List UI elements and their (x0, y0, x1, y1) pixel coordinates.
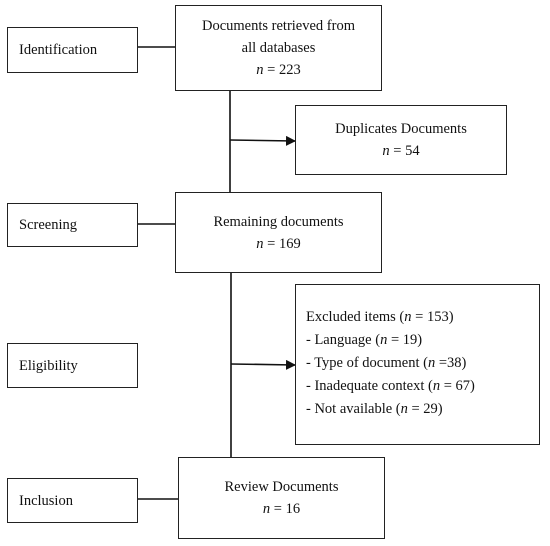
excluded-item-type-of-document: - Type of document (n =38) (306, 355, 467, 371)
excluded-item-not-available: - Not available (n = 29) (306, 401, 443, 417)
retrieved-line-2: all databases (241, 40, 316, 56)
duplicates-box: Duplicates Documents n = 54 (295, 105, 507, 175)
stage-eligibility-label: Eligibility (19, 357, 78, 374)
remaining-documents-box: Remaining documents n = 169 (175, 192, 382, 273)
stage-screening: Screening (7, 203, 138, 247)
stage-inclusion: Inclusion (7, 478, 138, 523)
stage-screening-label: Screening (19, 217, 77, 233)
retrieved-documents-box: Documents retrieved from all databases n… (175, 5, 382, 91)
excluded-item-language: - Language (n = 19) (306, 332, 423, 348)
excluded-items-box: Excluded items (n = 153) - Language (n =… (295, 284, 540, 445)
excluded-title: Excluded items (n = 153) (306, 309, 454, 325)
stage-eligibility: Eligibility (7, 343, 138, 388)
retrieved-count: n = 223 (256, 62, 301, 78)
arrow-to-excluded (230, 359, 296, 370)
stage-inclusion-label: Inclusion (19, 492, 73, 509)
review-documents-box: Review Documents n = 16 (178, 457, 385, 539)
excluded-item-inadequate-context: - Inadequate context (n = 67) (306, 378, 475, 394)
remaining-label: Remaining documents (213, 213, 344, 230)
review-count: n = 16 (262, 501, 301, 517)
retrieved-line-1: Documents retrieved from (201, 18, 355, 34)
arrow-to-duplicates (229, 135, 296, 146)
review-label: Review Documents (224, 479, 339, 495)
stage-identification-label: Identification (19, 42, 98, 58)
duplicates-label: Duplicates Documents (335, 121, 467, 137)
remaining-count: n = 169 (256, 235, 301, 252)
stage-identification: Identification (7, 27, 138, 73)
duplicates-count: n = 54 (382, 143, 420, 159)
